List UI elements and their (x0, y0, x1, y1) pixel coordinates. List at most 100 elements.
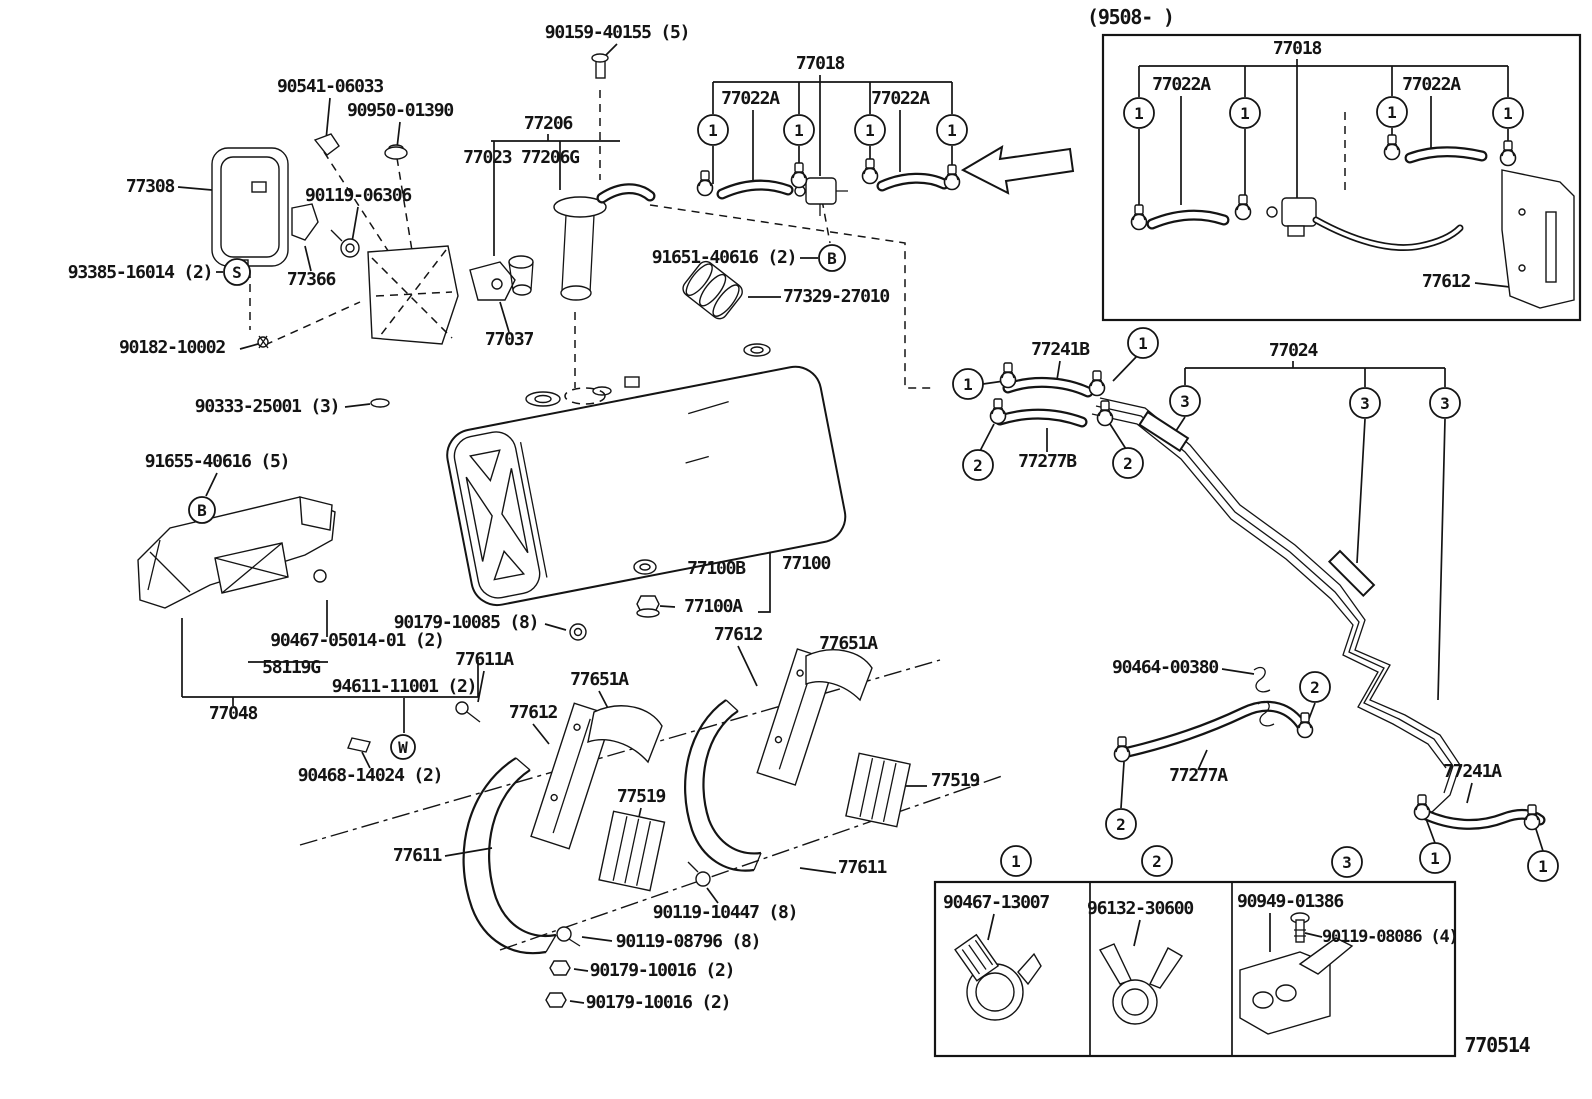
part-label: 77519 (617, 786, 666, 807)
callout-3: 3 (1331, 846, 1363, 878)
circle-shape (783, 114, 815, 146)
part-label: 77024 (1269, 340, 1319, 361)
circle-shape (1141, 845, 1173, 877)
path-shape (515, 757, 557, 953)
callout-1: 1 (783, 114, 815, 146)
clamp-icon (1523, 804, 1541, 831)
polygon-shape (1149, 947, 1184, 989)
part-label: 77241A (1443, 761, 1502, 782)
tank-protector (137, 496, 336, 609)
path-shape (1298, 721, 1312, 729)
part-labels: 90159-40155 (5)90541-0603390950-01390773… (68, 5, 1532, 1057)
path-shape (1132, 213, 1146, 221)
callout-1: 1 (1376, 96, 1408, 128)
text-shape: B (197, 501, 207, 520)
callout-1: 1 (1419, 842, 1451, 874)
path-shape (1294, 929, 1306, 937)
circle-shape (550, 793, 558, 802)
part-label: 77277B (1018, 451, 1077, 472)
rect-shape (1300, 712, 1310, 723)
path-shape (945, 173, 959, 181)
path-shape (1098, 409, 1112, 417)
part-label: 77022A (1152, 74, 1211, 95)
text-shape: 1 (1387, 103, 1397, 122)
part-label: 77206 (524, 113, 573, 134)
g-shape (1091, 397, 1461, 813)
text-shape: 3 (1180, 392, 1190, 411)
part-label: 77366 (287, 269, 336, 290)
rect-shape (933, 880, 1457, 1058)
g-shape (954, 933, 1000, 982)
legend-clip-96132 (1098, 943, 1184, 1025)
polygon-shape (1017, 952, 1042, 986)
path-shape (568, 938, 581, 947)
clamp-icon (1130, 204, 1148, 231)
text-shape: 2 (1116, 815, 1126, 834)
text-shape: 1 (1011, 852, 1021, 871)
heat-shield (367, 245, 459, 345)
clamp-icon (943, 164, 961, 191)
path-shape (819, 190, 848, 216)
text-shape: 1 (947, 121, 957, 140)
path-shape (1253, 666, 1275, 727)
part-label: 77651A (819, 633, 878, 654)
clamp-icon (989, 398, 1007, 425)
g-shape (845, 752, 911, 828)
callout-1: 1 (1127, 327, 1159, 359)
text-shape: 3 (1360, 394, 1370, 413)
circle-shape (573, 723, 581, 731)
path-shape (1525, 813, 1539, 821)
rect-shape (1417, 794, 1427, 805)
part-label: 77611 (393, 845, 442, 866)
clamp-icon (1096, 400, 1114, 427)
circle-shape (1349, 387, 1381, 419)
callout-1: 1 (1527, 850, 1559, 882)
circle-shape (1123, 97, 1155, 129)
part-label: (9508- ) (1087, 5, 1174, 29)
part-label: 77022A (871, 88, 930, 109)
ellipse-shape (699, 273, 727, 307)
ellipse-shape (750, 346, 764, 354)
circle-shape (1000, 845, 1032, 877)
part-label: 90179-10016 (2) (590, 960, 735, 981)
path-shape (878, 175, 948, 190)
rect-shape (1527, 804, 1537, 815)
part-label: 90119-08086 (4) (1322, 927, 1458, 947)
rect-shape (805, 177, 837, 205)
text-shape: 1 (708, 121, 718, 140)
fuel-pump-sender (508, 183, 656, 301)
part-label: 77651A (570, 669, 629, 690)
part-label: 90950-01390 (347, 100, 453, 121)
ellipse-shape (384, 146, 408, 160)
clamp-icon (1413, 794, 1431, 821)
text-shape: 1 (1430, 849, 1440, 868)
callout-1: 1 (936, 114, 968, 146)
circle-shape (390, 734, 416, 760)
callout-2: 2 (1141, 845, 1173, 877)
rect-shape (1134, 204, 1144, 215)
text-shape: 1 (1134, 104, 1144, 123)
path-shape (1091, 413, 1447, 769)
path-shape (508, 261, 534, 291)
path-shape (561, 214, 595, 294)
text-shape: 2 (1123, 454, 1133, 473)
reference-arrow-icon (960, 145, 1075, 195)
rect-shape (1003, 362, 1013, 373)
part-label: 91655-40616 (5) (145, 451, 290, 472)
path-shape (491, 43, 620, 256)
path-shape (1406, 148, 1486, 162)
g-shape (756, 648, 837, 786)
callout-W: W (390, 734, 416, 760)
rect-shape (1101, 33, 1582, 322)
rect-shape (700, 170, 710, 181)
rect-shape (1503, 140, 1513, 151)
part-label: 77612 (509, 702, 558, 723)
part-label: 91651-40616 (2) (652, 247, 797, 268)
path-shape (371, 249, 453, 339)
circle-shape (695, 871, 711, 887)
path-shape (1148, 211, 1228, 228)
circle-shape (1376, 96, 1408, 128)
ellipse-shape (370, 398, 390, 408)
path-shape (698, 179, 712, 187)
circle-shape (188, 496, 216, 524)
